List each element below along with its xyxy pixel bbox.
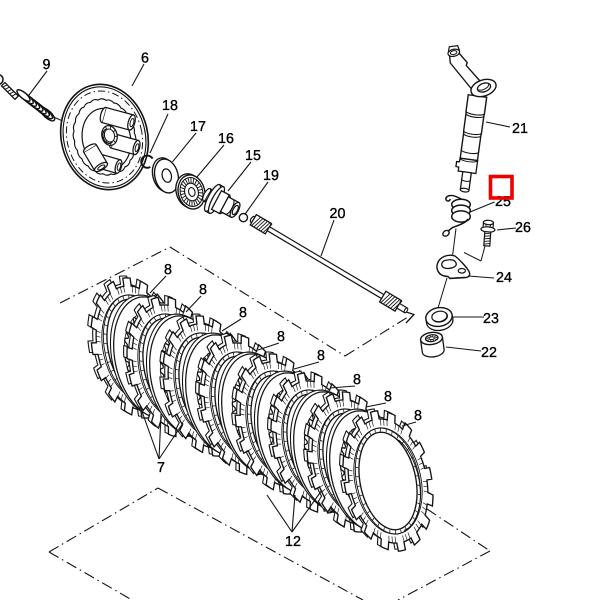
svg-text:8: 8 xyxy=(199,282,207,298)
svg-text:22: 22 xyxy=(481,345,497,361)
svg-text:7: 7 xyxy=(157,460,165,476)
svg-text:8: 8 xyxy=(239,305,247,321)
svg-text:8: 8 xyxy=(164,262,172,278)
svg-text:19: 19 xyxy=(263,168,279,184)
svg-text:16: 16 xyxy=(218,131,234,147)
svg-text:8: 8 xyxy=(353,372,361,388)
svg-text:21: 21 xyxy=(512,121,528,137)
svg-text:12: 12 xyxy=(285,534,301,550)
svg-text:8: 8 xyxy=(277,329,285,345)
svg-text:8: 8 xyxy=(317,348,325,364)
svg-text:8: 8 xyxy=(414,408,422,424)
svg-text:18: 18 xyxy=(162,98,178,114)
svg-text:20: 20 xyxy=(330,206,346,222)
svg-text:15: 15 xyxy=(245,148,261,164)
svg-text:9: 9 xyxy=(43,57,51,73)
svg-text:23: 23 xyxy=(483,311,499,327)
svg-text:6: 6 xyxy=(141,51,149,67)
svg-text:26: 26 xyxy=(515,220,531,236)
svg-text:17: 17 xyxy=(190,119,206,135)
svg-text:24: 24 xyxy=(496,270,512,286)
svg-text:8: 8 xyxy=(384,389,392,405)
